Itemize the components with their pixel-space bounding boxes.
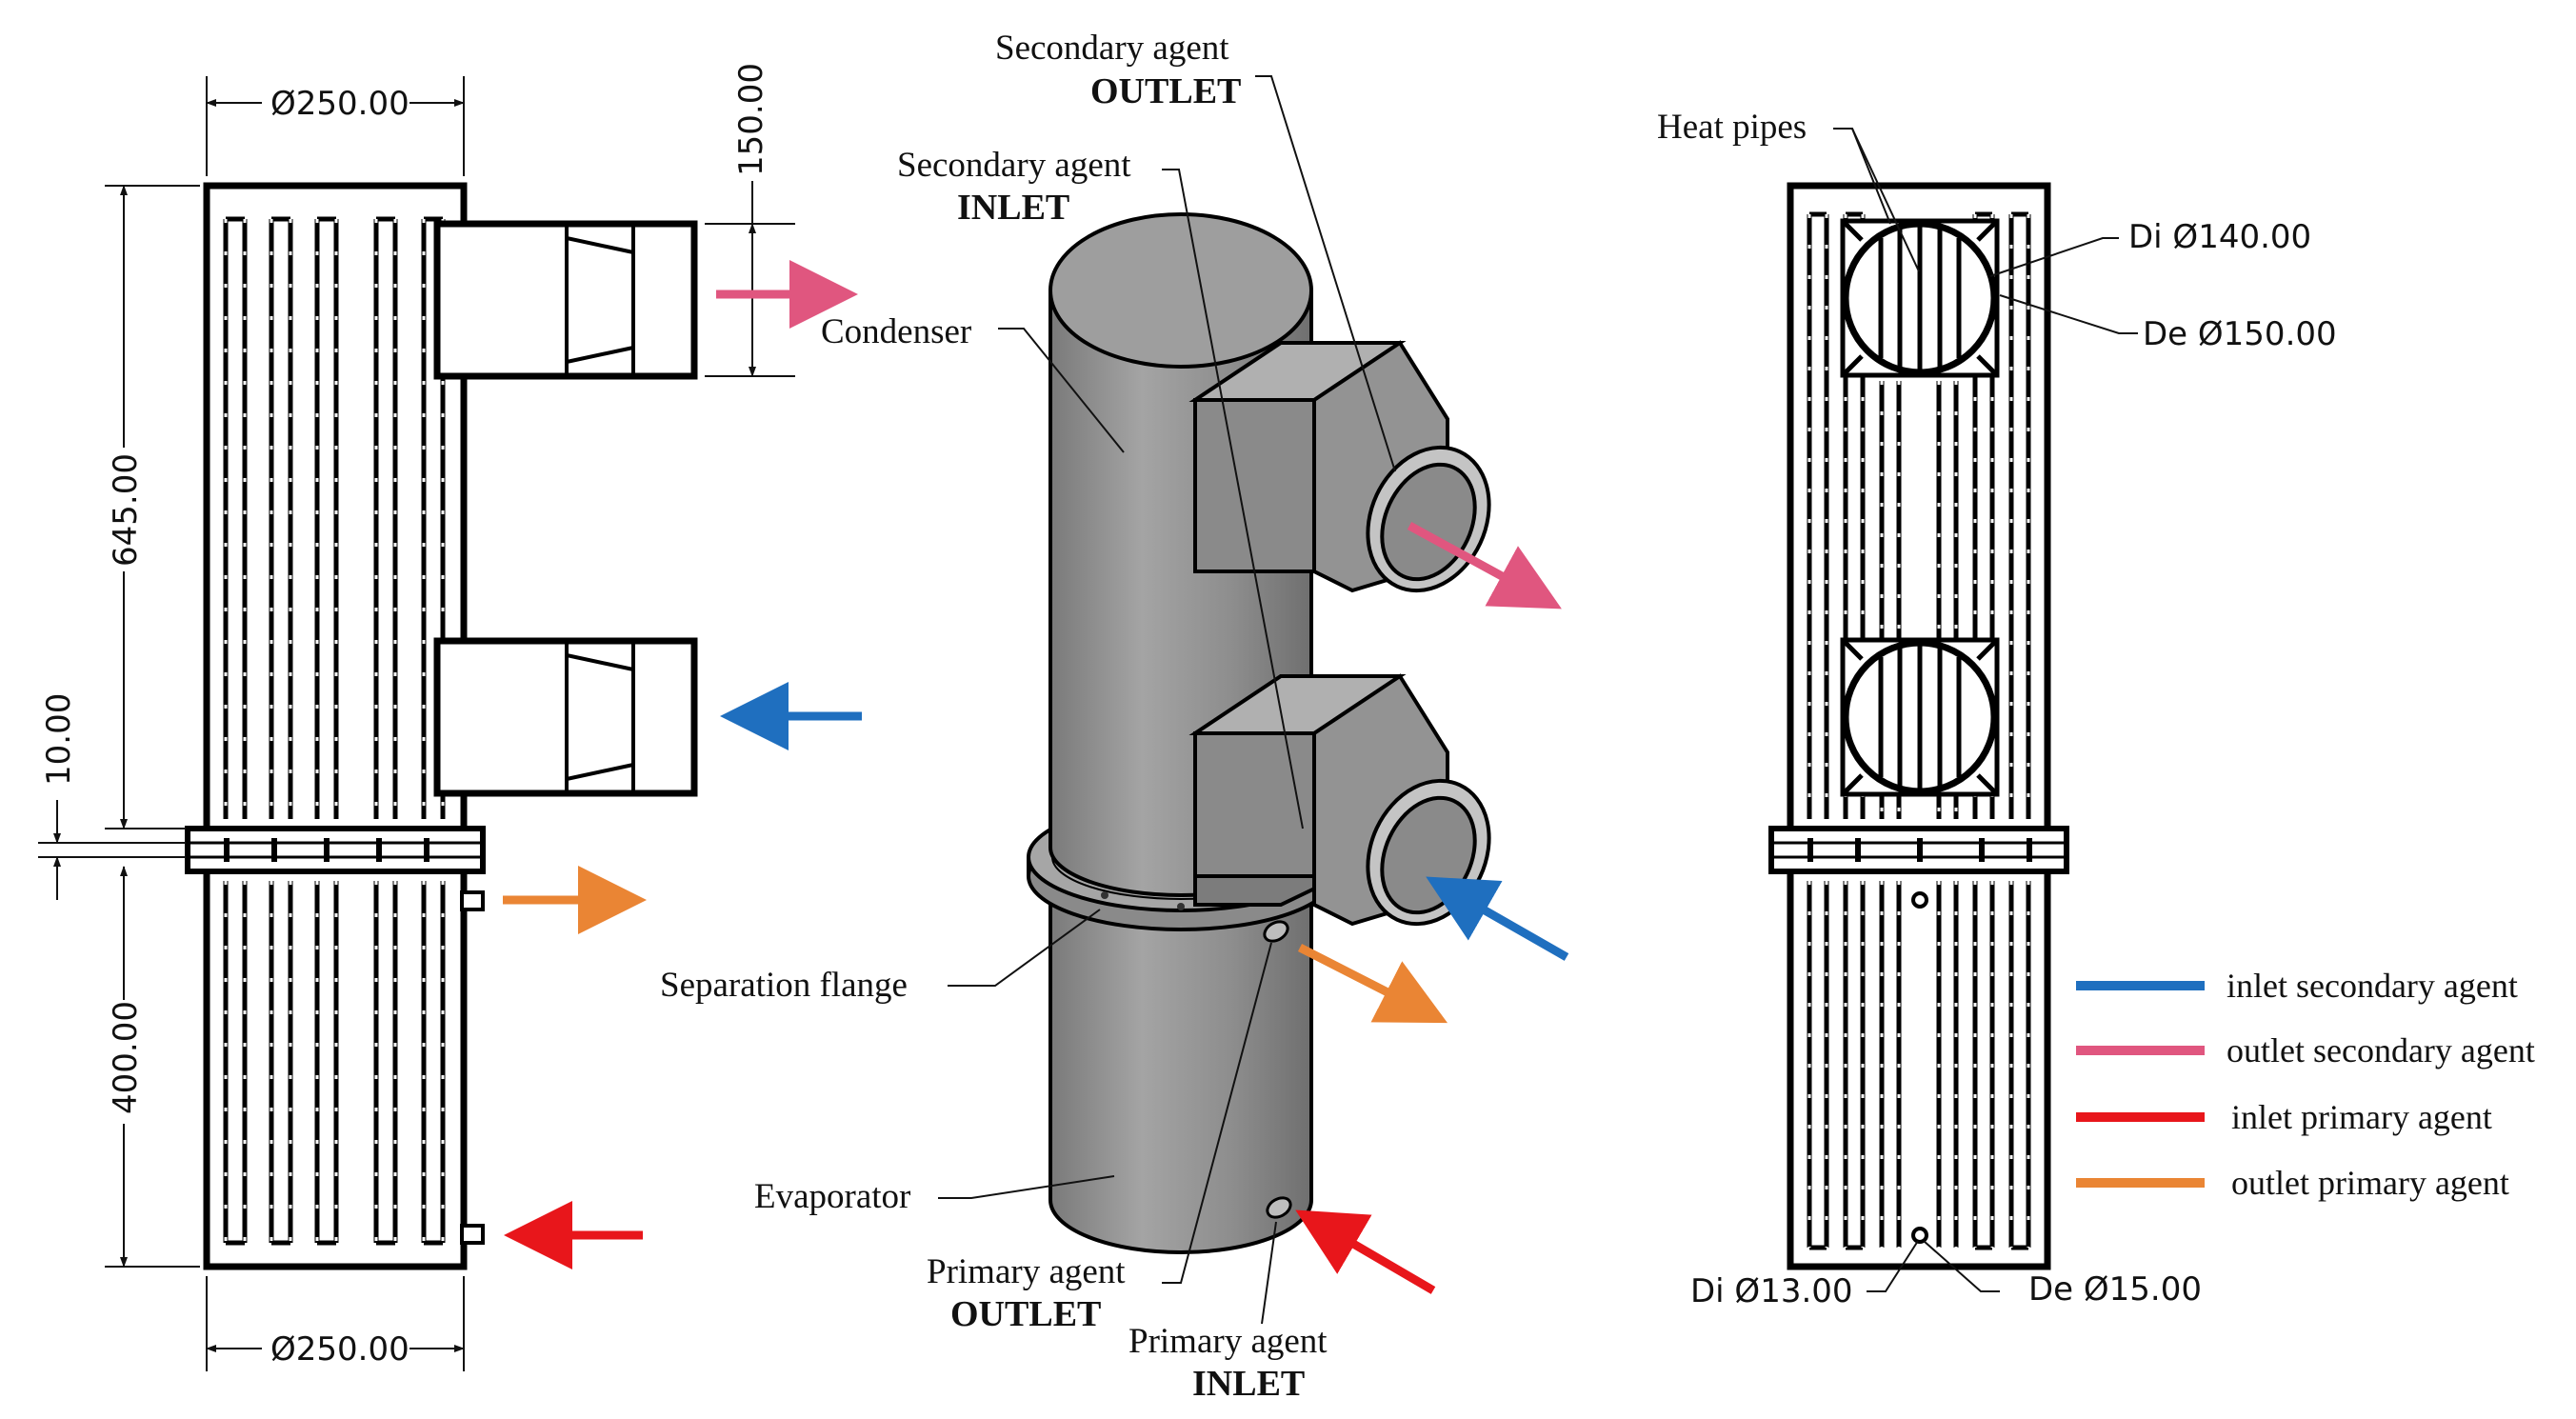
left-section-view: Ø250.00 Ø250.00 150.00 645.00 10.00 400.…	[38, 63, 862, 1371]
iso-primary-outlet-port	[1263, 920, 1289, 943]
label-primary-inlet-line1: Primary agent	[1128, 1322, 1328, 1361]
label-heat-pipes: Heat pipes	[1657, 108, 1807, 147]
legend-label: inlet primary agent	[2231, 1098, 2492, 1136]
label-condenser: Condenser	[821, 312, 971, 351]
legend-item: outlet secondary agent	[2076, 1031, 2535, 1069]
label-secondary-outlet-line1: Secondary agent	[995, 29, 1229, 68]
left-flange	[185, 826, 486, 874]
legend-item: inlet secondary agent	[2076, 967, 2518, 1005]
label-primary-outlet-line2: OUTLET	[950, 1294, 1101, 1334]
label-di-small: Di Ø13.00	[1690, 1272, 1853, 1310]
iso-outlet-primary-arrow	[1297, 943, 1448, 1024]
isometric-view: Secondary agent OUTLET Secondary agent I…	[660, 29, 1569, 1404]
right-upper-nozzle-section	[1840, 218, 2000, 378]
legend-label: inlet secondary agent	[2227, 967, 2518, 1005]
label-evaporator: Evaporator	[754, 1177, 910, 1216]
dim-top-diameter: Ø250.00	[270, 85, 409, 123]
left-outlet-nozzle	[433, 220, 698, 380]
iso-condenser-top	[1048, 212, 1313, 369]
label-secondary-outlet-line2: OUTLET	[1090, 71, 1241, 111]
label-separation-flange: Separation flange	[660, 966, 908, 1005]
left-primary-outlet-port	[460, 890, 485, 911]
legend-label: outlet secondary agent	[2227, 1031, 2535, 1069]
legend-item: outlet primary agent	[2076, 1164, 2509, 1202]
left-heat-pipes-lower	[223, 881, 446, 1246]
iso-inlet-nozzle	[1188, 673, 1491, 927]
dim-condenser-length: 645.00	[107, 453, 145, 567]
iso-inlet-secondary-arrow	[1426, 876, 1569, 961]
legend: inlet secondary agent outlet secondary a…	[2076, 967, 2535, 1202]
dim-evaporator-length: 400.00	[107, 1001, 145, 1114]
legend-label: outlet primary agent	[2231, 1164, 2509, 1202]
left-inlet-nozzle	[433, 637, 698, 797]
right-primary-port	[1911, 1227, 1928, 1244]
left-primary-inlet-port	[460, 1224, 485, 1245]
iso-inlet-primary-arrow	[1295, 1209, 1436, 1294]
label-di-large: Di Ø140.00	[2128, 218, 2311, 256]
dim-bottom-diameter: Ø250.00	[270, 1330, 409, 1369]
label-primary-outlet-line1: Primary agent	[927, 1252, 1126, 1291]
label-de-small: De Ø15.00	[2028, 1270, 2202, 1309]
label-de-large: De Ø150.00	[2143, 315, 2337, 353]
label-secondary-inlet-line2: INLET	[957, 188, 1069, 228]
iso-outlet-secondary-arrow	[1407, 522, 1562, 610]
right-section-view: Heat pipes Di Ø140.00 De Ø150.00 Di Ø13.…	[1657, 108, 2337, 1310]
right-evaporator-body	[1787, 858, 2051, 1270]
dim-flange-thickness: 10.00	[40, 693, 78, 786]
legend-item: inlet primary agent	[2076, 1098, 2492, 1136]
label-secondary-inlet-line1: Secondary agent	[897, 146, 1131, 185]
iso-primary-inlet-port	[1266, 1196, 1292, 1219]
dim-outlet-height: 150.00	[732, 63, 770, 176]
right-lower-nozzle-section	[1840, 637, 2000, 797]
iso-outlet-nozzle	[1188, 340, 1491, 593]
label-primary-inlet-line2: INLET	[1192, 1364, 1305, 1404]
